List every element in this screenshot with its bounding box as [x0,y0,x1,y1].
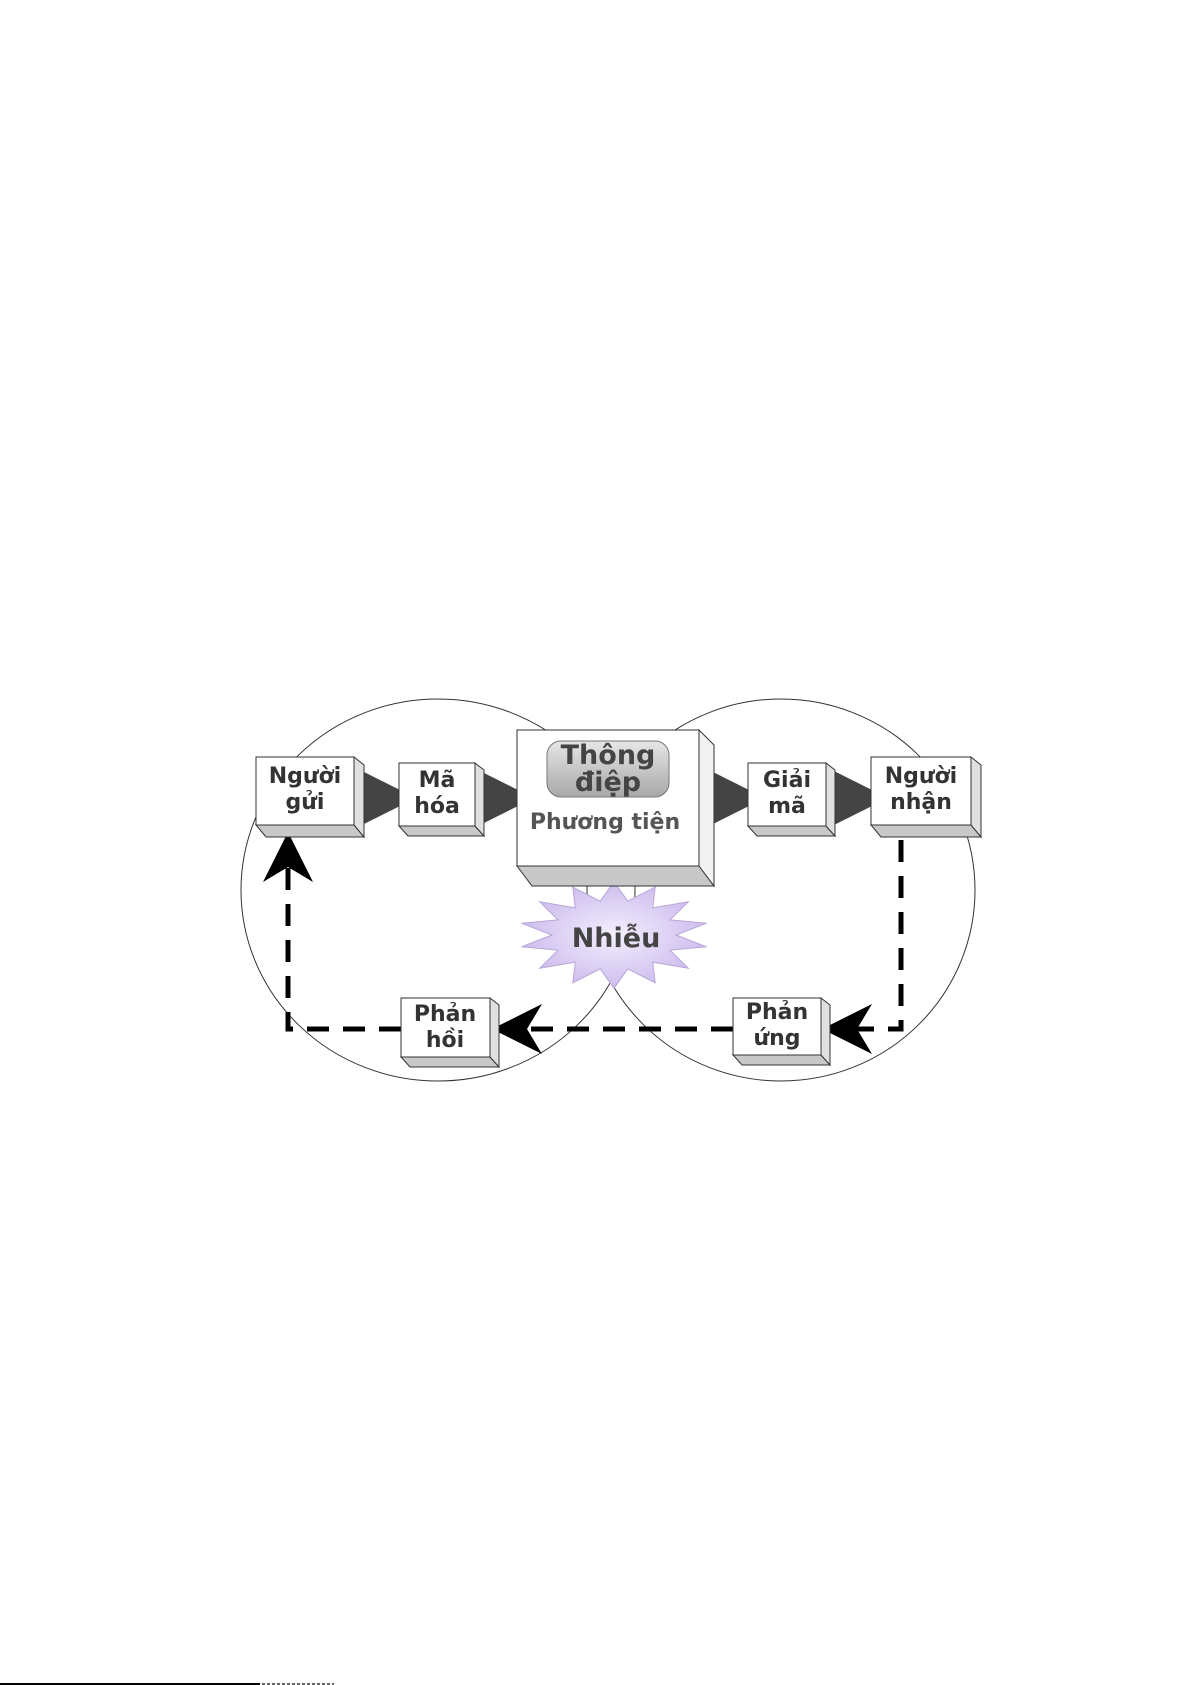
decoding-label-2: mã [768,794,806,819]
receiver-label-2: nhận [890,790,952,815]
receiver-label-1: Người [885,764,957,789]
sender-label-1: Người [269,764,341,789]
channel-label: Phương tiện [530,810,680,835]
sender-label-2: gửi [286,790,325,815]
decoding-label-1: Giải [763,768,811,793]
feedback-label-2: hồi [426,1028,464,1053]
feedback-label-1: Phản [414,1002,476,1027]
noise-burst: Nhiễu [521,880,707,990]
message-label-1: Thông [561,740,656,771]
encoding-label-1: Mã [419,768,456,793]
sender-circle [240,698,636,1082]
message-pill [546,740,670,798]
response-label-1: Phản [746,1000,808,1025]
feedback-loop [263,832,904,1054]
response-label-2: ứng [753,1026,800,1051]
message-label-2: điệp [575,767,641,798]
encoding-label-2: hóa [414,794,460,819]
noise-label: Nhiễu [572,923,661,954]
receiver-circle [586,698,976,1082]
